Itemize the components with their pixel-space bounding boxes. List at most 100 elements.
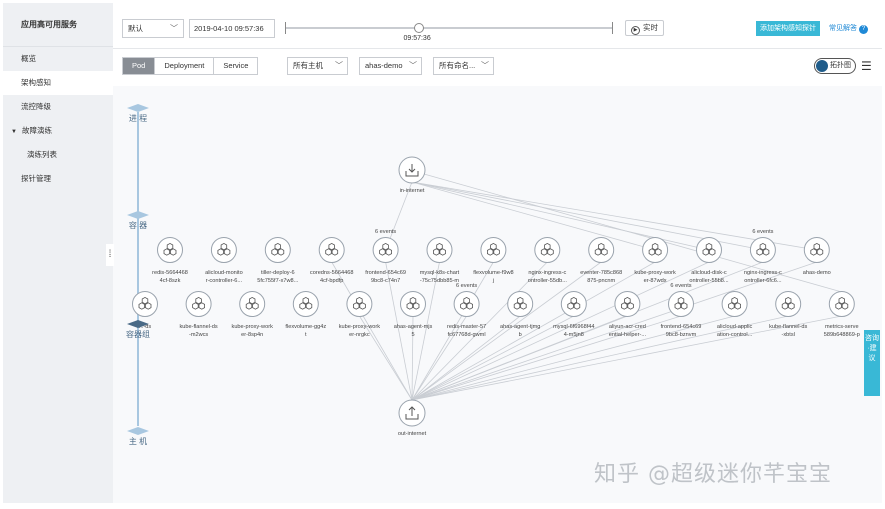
time-slider[interactable] (285, 27, 613, 29)
hexagon-shape (709, 248, 716, 256)
edges (331, 173, 842, 401)
pod-name-label: 875-pncnm (587, 278, 615, 284)
name-select[interactable]: 所有命名...﹀ (433, 57, 494, 75)
namespace-select[interactable]: ahas-demo﹀ (359, 57, 422, 75)
tab-0[interactable]: Pod (123, 58, 156, 74)
hexagon-shape (145, 302, 152, 310)
chevron-down-icon: ﹀ (170, 24, 178, 33)
pod-name-label: -75c75dbb85-m (420, 278, 460, 284)
pod-name-label: -xbtsl (782, 332, 795, 338)
pod-icon (781, 296, 795, 310)
hexagon-shape (624, 296, 631, 305)
in-internet-node[interactable]: in-internet (398, 156, 426, 194)
chevron-down-icon: ﹀ (409, 61, 417, 70)
hexagon-shape (352, 302, 360, 310)
pod-name-label: mysql-k8s-chart (420, 270, 460, 276)
edge (411, 315, 574, 401)
pod-node[interactable]: alicloud-application-control... (717, 291, 753, 339)
tab-1[interactable]: Deployment (155, 58, 215, 74)
host-select[interactable]: 所有主机﹀ (287, 57, 348, 75)
edge (411, 261, 440, 401)
sidebar-item-1[interactable]: 架构感知 (3, 71, 113, 95)
slider-time-label: 09:57:36 (403, 35, 431, 42)
pod-node[interactable]: nginx-ingress-controller-55db... (528, 237, 568, 285)
hexagon-shape (731, 296, 738, 305)
edge (411, 315, 521, 401)
hexagon-shape (810, 248, 817, 256)
faq-link[interactable]: 常见解答? (829, 21, 868, 36)
feedback-tab[interactable]: 咨询·建议 (864, 330, 880, 396)
pod-name-label: t (305, 332, 307, 338)
pod-icon (163, 242, 177, 256)
sidebar-collapse-handle[interactable]: ⁞ (106, 244, 114, 266)
hexagon-shape (331, 248, 339, 256)
hexagon-shape (486, 248, 494, 256)
datetime-picker[interactable]: 2019-04-10 09:57:36 (189, 19, 275, 38)
sidebar-item-0[interactable]: 概览 (3, 47, 113, 71)
edge (411, 315, 467, 401)
pod-node[interactable]: ...-ds (132, 291, 158, 331)
hexagon-shape (223, 248, 231, 256)
hexagon-shape (813, 242, 820, 251)
pod-node[interactable]: kube-flannel-ds-m2wcs (179, 291, 218, 339)
pod-icon (433, 242, 446, 256)
pod-node[interactable]: nginx-ingress-controller-6fc6...6 events (744, 229, 782, 284)
layer-label: 容 器 (129, 220, 147, 230)
hexagon-shape (195, 296, 202, 305)
hexagon-shape (385, 248, 393, 256)
slider-handle[interactable] (414, 23, 425, 33)
hexagon-shape (138, 302, 146, 310)
layer-marker (127, 427, 149, 435)
sidebar-item-label: 探针管理 (21, 174, 51, 183)
sidebar-item-3[interactable]: ▼故障演练 (3, 119, 113, 143)
pod-node[interactable]: mysql-k8s-chart -75c75dbb85-m (420, 237, 460, 285)
out-internet-node[interactable]: out-internet (398, 399, 427, 437)
pod-node[interactable]: ahas-demo (803, 237, 831, 277)
pod-node[interactable]: tiller-deploy-65fc755f7-x7w8... (257, 237, 299, 285)
menu-icon[interactable]: ☰ (861, 59, 872, 73)
pod-node[interactable]: alicloud-monitor-controller-6... (205, 237, 243, 285)
pod-name-label: ontroller-6fc6... (744, 278, 782, 284)
tab-2[interactable]: Service (223, 61, 249, 70)
topology-toggle[interactable]: 拓扑图 (814, 58, 856, 74)
hexagon-shape (252, 302, 259, 310)
sidebar-item-2[interactable]: 流控降级 (3, 95, 113, 119)
pod-icon (835, 296, 849, 310)
pod-node[interactable]: alicloud-disk-controller-55b8... (689, 237, 729, 285)
hexagon-shape (655, 248, 662, 256)
add-probe-button[interactable]: 添加架构感知探针 (756, 21, 820, 36)
pod-icon (728, 296, 741, 310)
sidebar-item-5[interactable]: 探针管理 (3, 167, 113, 191)
edge (411, 181, 817, 251)
pod-name-label: er-nrgkc (349, 332, 370, 338)
sidebar-item-4[interactable]: 演练列表 (3, 143, 113, 167)
hexagon-shape (705, 242, 713, 251)
pod-node[interactable]: kube-flannel-ds-xbtsl (769, 291, 808, 339)
live-button[interactable]: ▶实时 (625, 20, 664, 36)
hexagon-shape (681, 302, 688, 310)
pod-node[interactable]: aliyun-acr-credential-helper-... (609, 291, 647, 339)
edge (411, 261, 602, 401)
pod-name-label: tiller-deploy-6 (261, 270, 295, 276)
hexagon-shape (141, 296, 149, 305)
hexagon-shape (567, 302, 574, 310)
region-select[interactable]: 默认 ﹀ (122, 19, 184, 38)
